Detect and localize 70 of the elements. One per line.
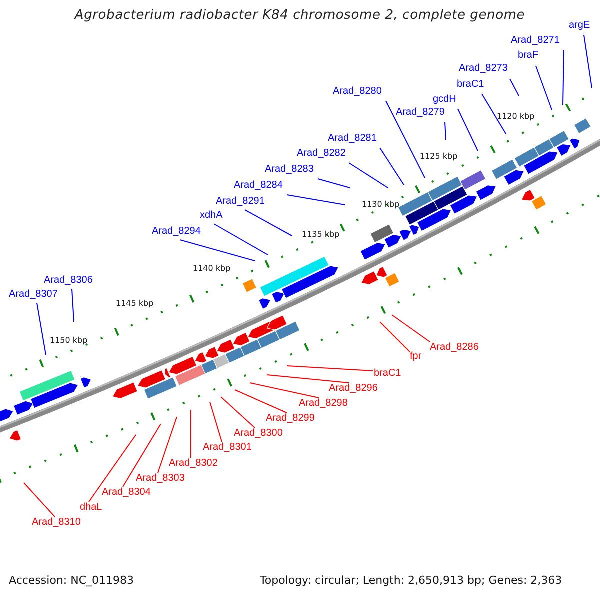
- leader-line: [348, 162, 388, 188]
- gene-label: braC1: [457, 79, 484, 91]
- scale-label: 1150 kbp: [50, 336, 88, 346]
- gene-label: Arad_8279: [396, 107, 445, 119]
- gene-label: dhaL: [80, 502, 102, 514]
- footer-text: Topology: circular; Length: 2,650,913 bp; Genes: 2,363: [260, 574, 562, 588]
- gene-label: Arad_8283: [265, 164, 314, 176]
- leader-line: [482, 94, 506, 134]
- gene-label: Arad_8298: [299, 398, 348, 410]
- gene-label: Arad_8286: [430, 342, 479, 354]
- gene-label: Arad_8282: [297, 148, 346, 160]
- leader-line: [458, 108, 478, 152]
- leader-line: [36, 302, 46, 356]
- leader-line: [286, 366, 374, 372]
- gene-label: Arad_8310: [32, 517, 81, 529]
- leader-line: [510, 78, 520, 96]
- leader-line: [250, 382, 320, 398]
- gene-label: Arad_8302: [169, 458, 218, 470]
- leader-line: [444, 122, 446, 140]
- gene-label: argE: [569, 20, 590, 32]
- gene-label: fpr: [410, 351, 422, 363]
- scale-label: 1140 kbp: [193, 264, 231, 274]
- gene-label: Arad_8304: [102, 487, 151, 499]
- leader-line: [122, 424, 162, 488]
- gene-label: Arad_8300: [234, 428, 283, 440]
- gene-label: Arad_8284: [234, 180, 283, 192]
- gene-label: Arad_8299: [266, 413, 315, 425]
- gene-label: Arad_8271: [511, 35, 560, 47]
- gene-label: Arad_8303: [136, 473, 185, 485]
- gene-label: braF: [518, 50, 539, 62]
- gene-label: xdhA: [200, 210, 223, 222]
- title: Agrobacterium radiobacter K84 chromosome 2, complete genome: [73, 8, 526, 23]
- scale-label: 1135 kbp: [302, 230, 340, 240]
- leader-line: [180, 240, 256, 262]
- leader-line: [584, 34, 592, 88]
- scale-label: 1145 kbp: [116, 299, 154, 309]
- gene-label: Arad_8281: [328, 133, 377, 145]
- scale-label: 1130 kbp: [362, 200, 400, 210]
- gene-label: Arad_8294: [152, 226, 201, 238]
- gene-label: Arad_8291: [216, 196, 265, 208]
- scale-label: 1125 kbp: [420, 152, 458, 162]
- leader-line: [210, 402, 222, 442]
- leader-line: [244, 210, 292, 236]
- leader-line: [158, 416, 178, 474]
- gene-label: Arad_8306: [44, 275, 93, 287]
- leader-line: [318, 178, 350, 188]
- leader-line: [220, 396, 256, 428]
- leader-line: [536, 66, 552, 110]
- leader-line: [392, 314, 430, 342]
- footer-text: Accession: NC_011983: [9, 574, 134, 588]
- leader-line: [266, 374, 350, 384]
- leader-line: [72, 288, 74, 322]
- gene-label: Arad_8296: [329, 383, 378, 395]
- leader-line: [234, 390, 288, 414]
- leader-line: [214, 224, 268, 256]
- gene-label: Arad_8273: [459, 63, 508, 75]
- leader-line: [562, 50, 564, 106]
- gene-label: Arad_8280: [333, 86, 382, 98]
- leader-line: [380, 148, 404, 186]
- leader-line: [190, 410, 192, 458]
- gene-label: gcdH: [433, 94, 456, 106]
- scale-label: 1120 kbp: [497, 112, 535, 122]
- gene-label: braC1: [374, 368, 402, 380]
- gene-label: Arad_8301: [203, 442, 252, 454]
- leader-line: [386, 100, 426, 178]
- leader-line: [286, 194, 346, 206]
- leader-line: [88, 434, 136, 502]
- leader-line: [380, 322, 410, 352]
- gene-label: Arad_8307: [9, 289, 58, 301]
- leader-line: [24, 482, 56, 518]
